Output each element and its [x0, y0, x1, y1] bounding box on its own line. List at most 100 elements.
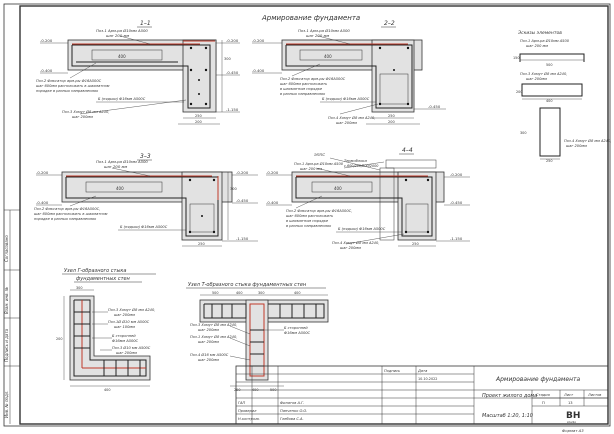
section-3-3: 3–3 400 -0.200 -0.400 -0.200 -0.450 -1.1… [34, 153, 258, 247]
svg-text:шаг 200 мм: шаг 200 мм [306, 33, 329, 38]
svg-text:13: 13 [568, 401, 573, 405]
svg-text:шаг 200мм: шаг 200мм [198, 358, 219, 362]
svg-text:-0.200: -0.200 [236, 170, 249, 175]
svg-text:Поз.2 Фиксатор арм-ры Ф16А500С: Поз.2 Фиксатор арм-ры Ф16А500С, [286, 209, 352, 213]
svg-text:Поз.1Ø Ø10 мм А500С: Поз.1Ø Ø10 мм А500С [108, 319, 150, 324]
svg-text:шаг 200 мм: шаг 200 мм [300, 167, 322, 171]
svg-text:шаг 600мм расположить: шаг 600мм расположить [286, 214, 333, 218]
svg-text:-0.200: -0.200 [40, 38, 53, 43]
svg-text:200: 200 [56, 337, 62, 341]
svg-text:Поз.3 Хомут Ø8 мм А240,: Поз.3 Хомут Ø8 мм А240, [520, 71, 567, 76]
svg-text:Поз.3 Хомут Ø8 мм А240,: Поз.3 Хомут Ø8 мм А240, [190, 322, 237, 327]
strip-inv-original: Инв. № подл. [4, 390, 9, 418]
svg-text:250: 250 [412, 242, 419, 246]
svg-text:шаг 200мм: шаг 200мм [336, 121, 357, 125]
svg-text:400: 400 [324, 54, 332, 59]
svg-text:-1.150: -1.150 [450, 236, 463, 241]
svg-text:с.600/250/200/2000: с.600/250/200/2000 [344, 164, 378, 168]
svg-text:шаг 200мм: шаг 200мм [198, 328, 219, 332]
svg-text:500: 500 [546, 63, 552, 67]
svg-text:шаг 600мм расположить в шахмат: шаг 600мм расположить в шахматном [36, 84, 110, 88]
tb-logo: BH [566, 411, 580, 421]
svg-text:Б (пядьки) Ф16мм А500С: Б (пядьки) Ф16мм А500С [338, 227, 386, 231]
svg-text:Поз.3 Хомут Ø8 мм А240,: Поз.3 Хомут Ø8 мм А240, [62, 109, 109, 114]
section-4-4: 4–4 400 -0.200 -0.400 -0.200 -0.450 -1.1… [266, 147, 470, 250]
section-3-3-title: 3–3 [140, 153, 151, 160]
svg-text:шаг 200мм: шаг 200мм [116, 351, 137, 355]
section-2-2: 2–2 400 -0.200 -0.400 -0.450 250 200 Поз… [252, 20, 446, 125]
tb-drawing-title: Армирование фундамента [495, 376, 581, 383]
svg-text:-0.400: -0.400 [266, 200, 279, 205]
svg-text:Эскизы элементов: Эскизы элементов [517, 30, 562, 36]
tb-date: 10.10.2022 [418, 377, 437, 381]
svg-text:Поз.1 Арм-ра Ø10мм А500: Поз.1 Арм-ра Ø10мм А500 [96, 159, 148, 164]
svg-text:-0.450: -0.450 [226, 70, 239, 75]
tb-data-header: Дата [417, 369, 427, 373]
svg-text:-0.200: -0.200 [450, 172, 463, 177]
svg-text:-0.200: -0.200 [36, 170, 49, 175]
svg-text:400: 400 [546, 99, 552, 103]
svg-text:500: 500 [212, 291, 218, 295]
svg-text:-0.400: -0.400 [40, 68, 53, 73]
svg-text:шаг 200мм: шаг 200мм [72, 115, 93, 119]
svg-text:Поз.2 Фиксатор арм-ры Ф16А500С: Поз.2 Фиксатор арм-ры Ф16А500С [36, 79, 102, 83]
svg-text:-0.200: -0.200 [226, 38, 239, 43]
svg-text:200: 200 [516, 90, 522, 94]
svg-text:Узел Г-образного стыка: Узел Г-образного стыка [64, 268, 127, 274]
svg-text:шаг 200мм: шаг 200мм [526, 77, 547, 81]
tb-project: Проект жилого дома [482, 393, 537, 399]
svg-text:Поз.1 Арм-ра Ø10мм А500: Поз.1 Арм-ра Ø10мм А500 [520, 38, 570, 43]
svg-text:250: 250 [198, 242, 205, 246]
svg-text:-0.400: -0.400 [252, 68, 265, 73]
svg-text:Б сторонней: Б сторонней [112, 334, 136, 338]
svg-text:150: 150 [513, 56, 519, 60]
svg-text:-0.450: -0.450 [236, 198, 249, 203]
node-t-junction: Узел Т-образного стыка фундаментных стен… [186, 282, 329, 392]
svg-text:-0.450: -0.450 [450, 200, 463, 205]
left-binding-strip: Согласовано Взам. инв. № Подпись и дата … [4, 209, 21, 424]
svg-text:Поз.4 Хомут Ø8 мм А240,: Поз.4 Хомут Ø8 мм А240, [564, 138, 611, 143]
svg-text:-1.150: -1.150 [226, 107, 239, 112]
svg-text:200: 200 [195, 120, 202, 124]
svg-text:Поз.4 Хомут Ø8 мм А240,: Поз.4 Хомут Ø8 мм А240, [328, 115, 375, 120]
svg-text:шаг 200 мм: шаг 200 мм [106, 33, 129, 38]
svg-text:300: 300 [258, 291, 264, 295]
svg-text:шаг 200 мм: шаг 200 мм [104, 164, 127, 169]
svg-text:400: 400 [104, 388, 110, 392]
svg-text:-1.150: -1.150 [236, 236, 249, 241]
svg-text:Ф16мм А500С: Ф16мм А500С [112, 339, 139, 343]
svg-text:250: 250 [195, 114, 202, 118]
svg-text:-0.450: -0.450 [428, 104, 441, 109]
svg-text:250: 250 [388, 114, 395, 118]
svg-text:ГАП: ГАП [238, 401, 245, 405]
svg-text:-0.200: -0.200 [252, 38, 265, 43]
svg-text:Ф16мм А500С: Ф16мм А500С [284, 331, 311, 335]
svg-text:250: 250 [546, 159, 552, 163]
svg-text:400: 400 [334, 186, 342, 191]
svg-text:П: П [542, 401, 545, 405]
svg-text:Узел Т-образного стыка фундам: Узел Т-образного стыка фундаментных стен [188, 282, 307, 288]
svg-text:Б (пядьки) Ф16мм А500С: Б (пядьки) Ф16мм А500С [322, 97, 370, 101]
svg-text:Поз.2 Фиксатор арм-ры Ф16А500С: Поз.2 Фиксатор арм-ры Ф16А500С, [34, 207, 100, 211]
node-l-junction: Узел Г-образного стыка фундаментных стен… [56, 268, 156, 392]
svg-text:Поз.1 Хомут Ø8 мм А240,: Поз.1 Хомут Ø8 мм А240, [190, 334, 237, 339]
format-label: Формат А3 [562, 428, 584, 433]
svg-text:порядке в разных направлениях: порядке в разных направлениях [34, 217, 97, 221]
svg-text:шаг 200 мм: шаг 200 мм [526, 44, 548, 48]
svg-text:Проверил: Проверил [238, 409, 257, 413]
svg-text:шаг 200мм: шаг 200мм [198, 340, 219, 344]
section-4-4-title: 4–4 [402, 147, 413, 154]
svg-text:Б (пядьки) Ф16мм А500С: Б (пядьки) Ф16мм А500С [120, 225, 168, 229]
svg-text:Поз.1 Арм-ра Ø10мм А500: Поз.1 Арм-ра Ø10мм А500 [298, 28, 350, 33]
svg-text:400: 400 [236, 291, 242, 295]
svg-text:300: 300 [224, 57, 231, 61]
tb-podpis-header: Подпись [384, 369, 400, 373]
svg-text:400: 400 [116, 186, 124, 191]
svg-text:в шахматном порядке: в шахматном порядке [280, 87, 323, 91]
svg-text:Листов: Листов [587, 393, 601, 397]
svg-text:Филатов А.Г.: Филатов А.Г. [280, 401, 304, 405]
svg-text:в разных направлениях: в разных направлениях [280, 92, 326, 96]
svg-text:Поз.1 Арм-ра Ø10мм А500: Поз.1 Арм-ра Ø10мм А500 [294, 161, 344, 166]
sheet-outer-border [3, 3, 611, 427]
